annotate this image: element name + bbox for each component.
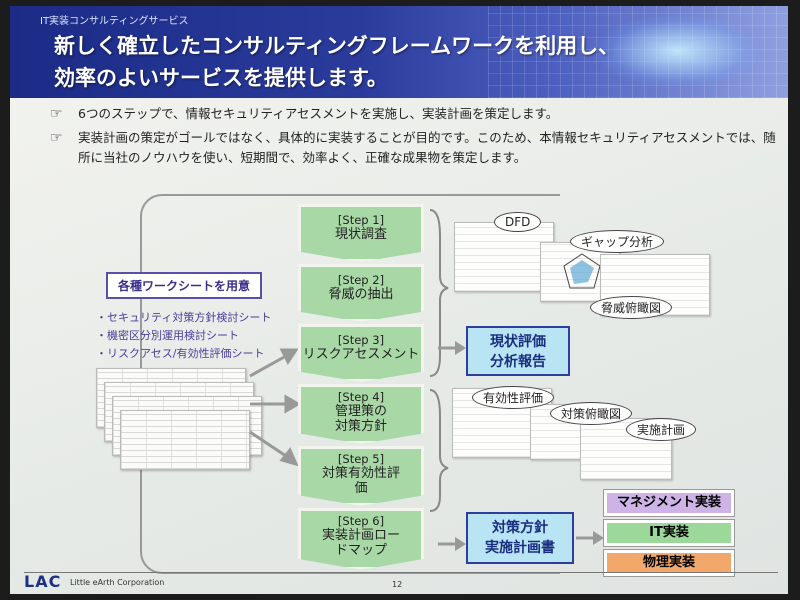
slide-title-line1: 新しく確立したコンサルティングフレームワークを利用し、 xyxy=(54,34,620,58)
impl-management: マネジメント実装 xyxy=(604,490,734,516)
worksheet-panel: 各種ワークシートを用意 ・セキュリティ対策方針検討シート ・機密区分別運用検討シ… xyxy=(96,272,271,363)
bullet-text: 6つのステップで、情報セキュリティアセスメントを実施し、実装計画を策定します。 xyxy=(78,106,559,121)
worksheet-item: ・リスクアセス/有効性評価シート xyxy=(96,347,265,360)
report-line: 現状評価 xyxy=(490,334,546,350)
step-3: [Step 3] リスクアセスメント xyxy=(298,324,424,382)
step-name: リスクアセスメント xyxy=(302,347,420,362)
report-line: 対策方針 xyxy=(492,520,548,536)
slide-title-line2: 効率のよいサービスを提供します。 xyxy=(54,66,388,90)
step-1: [Step 1] 現状調査 xyxy=(298,204,424,262)
bullet-item: ☞ 実装計画の策定がゴールではなく、具体的に実装することが目的です。このため、本… xyxy=(40,128,780,168)
worksheet-image xyxy=(120,410,250,470)
impl-it: IT実装 xyxy=(604,520,734,546)
step-6: [Step 6] 実装計画ロードマップ xyxy=(298,508,424,570)
step-number: [Step 6] xyxy=(337,514,385,528)
slide-footer: LAC Little eArth Corporation 12 xyxy=(10,572,788,594)
report1-arrow xyxy=(438,341,466,355)
worksheet-title: 各種ワークシートを用意 xyxy=(106,272,263,299)
step-number: [Step 3] xyxy=(337,333,385,347)
callout-implementation-plan: 実施計画 xyxy=(626,418,697,441)
pointing-hand-icon: ☞ xyxy=(50,106,63,122)
step-2: [Step 2] 脅威の抽出 xyxy=(298,264,424,322)
step-number: [Step 1] xyxy=(337,213,385,227)
radar-chart-icon xyxy=(563,253,601,289)
impl-physical: 物理実装 xyxy=(604,550,734,576)
report-current-evaluation: 現状評価 分析報告 xyxy=(466,326,570,376)
callout-gap-analysis: ギャップ分析 xyxy=(570,230,665,253)
bullet-list: ☞ 6つのステップで、情報セキュリティアセスメントを実施し、実装計画を策定します… xyxy=(40,104,780,172)
callout-measure-map: 対策俯瞰図 xyxy=(550,402,633,425)
bullet-item: ☞ 6つのステップで、情報セキュリティアセスメントを実施し、実装計画を策定します… xyxy=(40,104,780,124)
step-name: 管理策の対策方針 xyxy=(334,404,387,434)
callout-effectiveness: 有効性評価 xyxy=(472,386,555,409)
company-name: Little eArth Corporation xyxy=(70,578,165,587)
header-glow xyxy=(598,16,758,86)
slide-header: IT実装コンサルティングサービス 新しく確立したコンサルティングフレームワークを… xyxy=(10,6,788,98)
step-name: 現状調査 xyxy=(334,227,387,242)
worksheet-arrows xyxy=(249,348,301,467)
page-number: 12 xyxy=(392,580,403,589)
implementation-arrow xyxy=(576,531,604,545)
step-name: 実装計画ロードマップ xyxy=(321,528,400,558)
step-number: [Step 5] xyxy=(337,452,385,466)
report-line: 分析報告 xyxy=(490,354,546,370)
report-measure-plan: 対策方針 実施計画書 xyxy=(466,512,574,564)
slide: IT実装コンサルティングサービス 新しく確立したコンサルティングフレームワークを… xyxy=(10,6,788,594)
callout-threat-map: 脅威俯瞰図 xyxy=(590,296,673,319)
step-name: 対策有効性評価 xyxy=(321,466,400,496)
report2-arrow xyxy=(438,537,466,551)
step-number: [Step 4] xyxy=(337,390,385,404)
worksheet-item: ・機密区分別運用検討シート xyxy=(96,329,239,342)
worksheet-item: ・セキュリティ対策方針検討シート xyxy=(96,311,272,324)
step-4: [Step 4] 管理策の対策方針 xyxy=(298,384,424,444)
step-group-braces xyxy=(429,209,449,512)
footer-divider xyxy=(24,572,778,573)
header-subtitle: IT実装コンサルティングサービス xyxy=(40,16,189,27)
report-line: 実施計画書 xyxy=(485,540,555,556)
step-5: [Step 5] 対策有効性評価 xyxy=(298,446,424,506)
bullet-text: 実装計画の策定がゴールではなく、具体的に実装することが目的です。このため、本情報… xyxy=(78,130,776,165)
pointing-hand-icon: ☞ xyxy=(50,130,63,146)
dfd-document-image xyxy=(454,222,554,292)
step-name: 脅威の抽出 xyxy=(328,287,394,302)
callout-dfd: DFD xyxy=(494,212,542,232)
company-logo: LAC xyxy=(24,572,62,591)
step-number: [Step 2] xyxy=(337,273,385,287)
